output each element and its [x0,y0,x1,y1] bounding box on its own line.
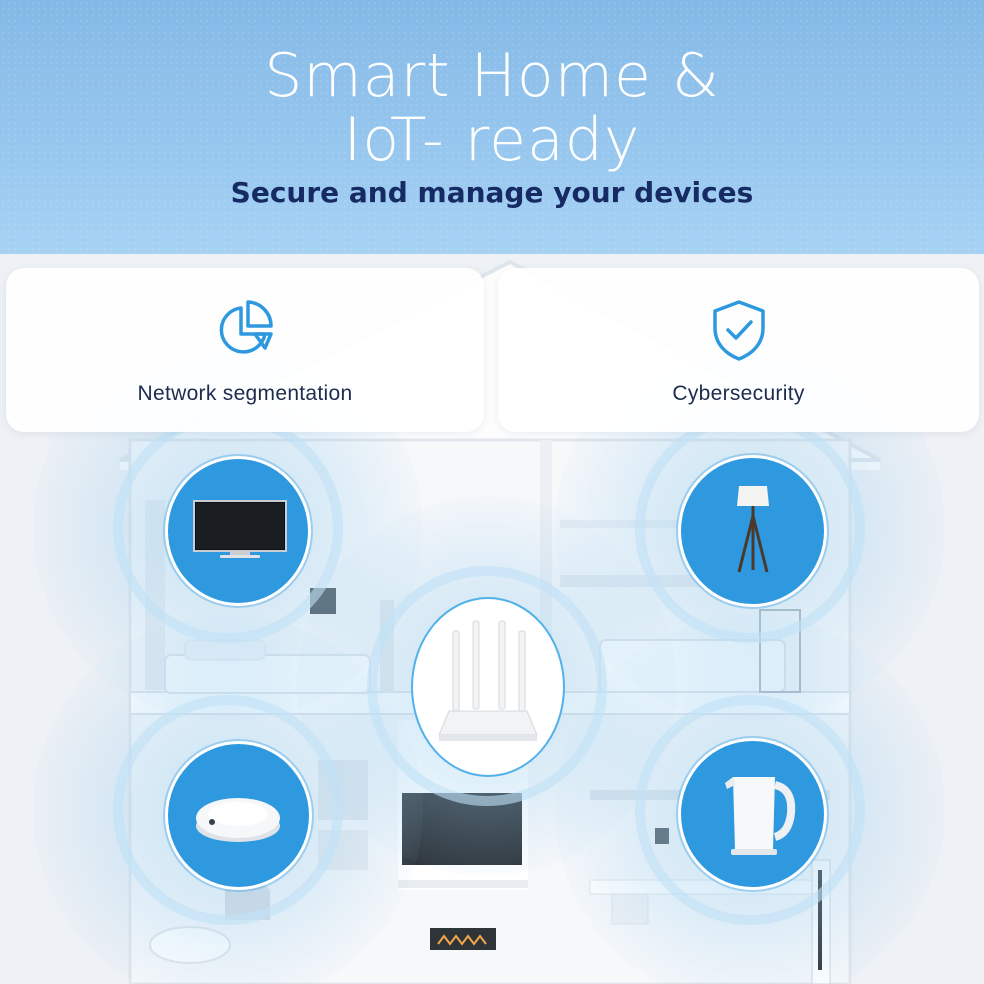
header-banner [0,0,984,254]
lamp-device-bubble [678,455,827,607]
feature-label: Cybersecurity [672,382,805,405]
title-line-2: IoT- ready [343,105,641,175]
tv-device-bubble [165,456,311,606]
smoke-detector-bubble [165,741,312,890]
subtitle: Secure and manage your devices [230,176,754,209]
shield-check-icon [705,296,773,364]
pie-chart-icon [211,296,279,364]
floor-lamp-icon [737,486,769,573]
feature-label: Network segmentation [137,382,353,405]
kettle-device-bubble [678,738,827,890]
router-bubble [411,597,565,777]
title-line-1: Smart Home & [264,41,720,111]
feature-card-cybersecurity: Cybersecurity [498,268,979,432]
wifi-router-icon [438,620,538,741]
feature-card-network-segmentation: Network segmentation [6,268,484,432]
smoke-detector-icon [196,798,280,842]
tv-icon [193,500,287,558]
electric-kettle-icon [725,777,796,855]
